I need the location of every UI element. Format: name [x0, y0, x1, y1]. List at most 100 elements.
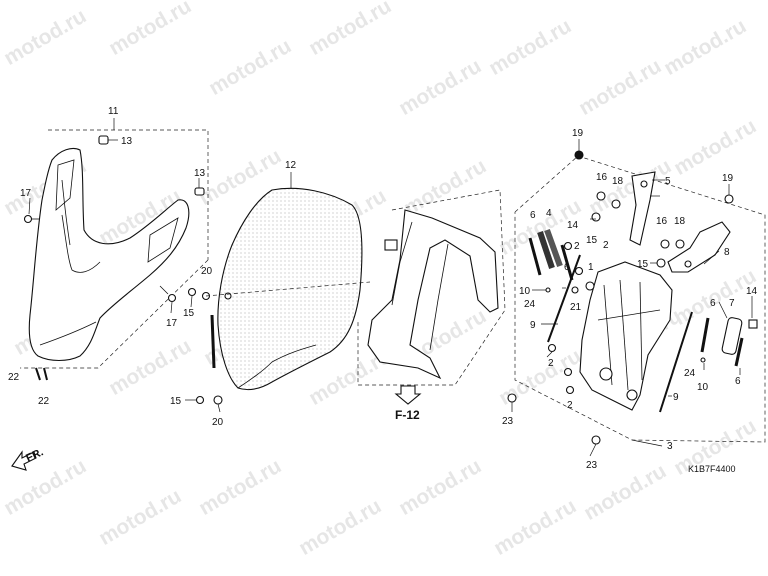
- callout-16: 16: [596, 172, 608, 183]
- callout-19: 19: [722, 173, 734, 184]
- nut-19: [724, 194, 734, 204]
- washer-2a: [574, 266, 584, 276]
- callout-2: 2: [574, 241, 580, 252]
- screw-17a: [23, 214, 40, 224]
- callout-23: 23: [586, 460, 598, 471]
- bushing-18b: [675, 239, 685, 249]
- rod-6c: [700, 317, 710, 353]
- windscreen-grommet: [224, 292, 232, 300]
- nut-14b: [748, 319, 758, 329]
- bracket-group: [357, 189, 506, 386]
- frame-pivot: [599, 367, 613, 381]
- callout-17: 17: [20, 188, 32, 199]
- cowl-left-vent: [55, 159, 75, 211]
- screw-17b: [159, 285, 177, 303]
- front-cowl-group: [20, 129, 209, 369]
- cowl-lower-line: [39, 321, 97, 346]
- windscreen-stay: [210, 314, 216, 369]
- callout-labels: 11 13 13 17 17 22 22 20 15 12 15 20 19 1…: [8, 106, 758, 471]
- callout-6: 6: [710, 298, 716, 309]
- cowl-stripe: [61, 179, 71, 246]
- link-arm-5-hole: [640, 180, 648, 188]
- bolt-23b: [591, 435, 601, 445]
- callout-16: 16: [656, 216, 668, 227]
- callout-18: 18: [674, 216, 686, 227]
- clip-nut-13b: [194, 187, 205, 196]
- callout-19: 19: [572, 128, 584, 139]
- collar-1: [585, 281, 595, 291]
- callout-2: 2: [603, 240, 609, 251]
- ref-arrow-icon: [394, 385, 422, 405]
- nut-14a: [563, 241, 573, 251]
- callout-20: 20: [201, 266, 213, 277]
- callout-2: 2: [567, 400, 573, 411]
- callout-17: 17: [166, 318, 178, 329]
- rod-9b: [659, 311, 693, 413]
- bolt-15d: [656, 258, 666, 268]
- bolt-22a: [35, 367, 41, 381]
- callout-5: 5: [665, 176, 671, 187]
- callout-22: 22: [8, 372, 20, 383]
- leader-lines: [28, 118, 753, 457]
- link-arm-8: [667, 221, 731, 273]
- pin-24b: [700, 357, 706, 363]
- bushing-16b: [660, 239, 670, 249]
- callout-21: 21: [570, 302, 582, 313]
- callout-13: 13: [194, 168, 206, 179]
- callout-13: 13: [121, 136, 133, 147]
- washer-20b: [213, 395, 223, 405]
- callout-3: 3: [667, 441, 673, 452]
- bracket-inner-right: [429, 243, 449, 351]
- frame-inner-4: [597, 309, 661, 321]
- adjuster-assembly-group: [507, 150, 766, 445]
- callout-6: 6: [735, 376, 741, 387]
- bushing-18a: [611, 199, 621, 209]
- callout-10: 10: [519, 286, 531, 297]
- nut-19-top: [574, 150, 584, 160]
- rod-9a: [547, 254, 581, 343]
- screen-bracket-part: [367, 209, 499, 380]
- callout-15: 15: [183, 308, 195, 319]
- bolt-23a: [507, 393, 517, 403]
- frame-inner-1: [603, 284, 613, 386]
- callout-23: 23: [502, 416, 514, 427]
- callout-15: 15: [170, 396, 182, 407]
- callout-24: 24: [684, 368, 696, 379]
- callout-6: 6: [564, 262, 570, 273]
- rod-6a: [528, 237, 542, 276]
- callout-1: 1: [588, 262, 594, 273]
- link-arm-5: [629, 171, 656, 246]
- rod-6b: [560, 244, 574, 281]
- reference-label-f12: F-12: [395, 408, 420, 422]
- callout-22: 22: [38, 396, 50, 407]
- callout-20: 20: [212, 417, 224, 428]
- bolt-22b: [43, 367, 48, 381]
- windscreen-lower-edge: [237, 344, 317, 389]
- callout-15: 15: [586, 235, 598, 246]
- callout-18: 18: [612, 176, 624, 187]
- windscreen-group: [210, 187, 363, 391]
- washer-2b: [547, 343, 557, 353]
- front-cowl-part: [28, 147, 190, 362]
- callout-15: 15: [637, 259, 649, 270]
- link-arm-8-hole: [684, 260, 692, 268]
- clip-nut-13a: [98, 135, 109, 145]
- callout-10: 10: [697, 382, 709, 393]
- group-boundary-11: [48, 129, 209, 260]
- callout-9: 9: [673, 392, 679, 403]
- washer-2d: [565, 385, 575, 395]
- cowl-inner-edge: [61, 214, 101, 273]
- washer-2c: [563, 367, 573, 377]
- spring-7: [721, 317, 743, 355]
- callout-9: 9: [530, 320, 536, 331]
- diagram-code: K1B7F4400: [688, 464, 736, 474]
- bracket-tab: [384, 239, 398, 251]
- rod-6d: [734, 337, 744, 367]
- bolt-15c: [591, 212, 601, 222]
- spring-4: [537, 228, 563, 269]
- front-arrow-icon: [11, 450, 37, 471]
- front-direction-label: FR.: [24, 446, 45, 464]
- bushing-16a: [596, 191, 606, 201]
- callout-14: 14: [567, 220, 579, 231]
